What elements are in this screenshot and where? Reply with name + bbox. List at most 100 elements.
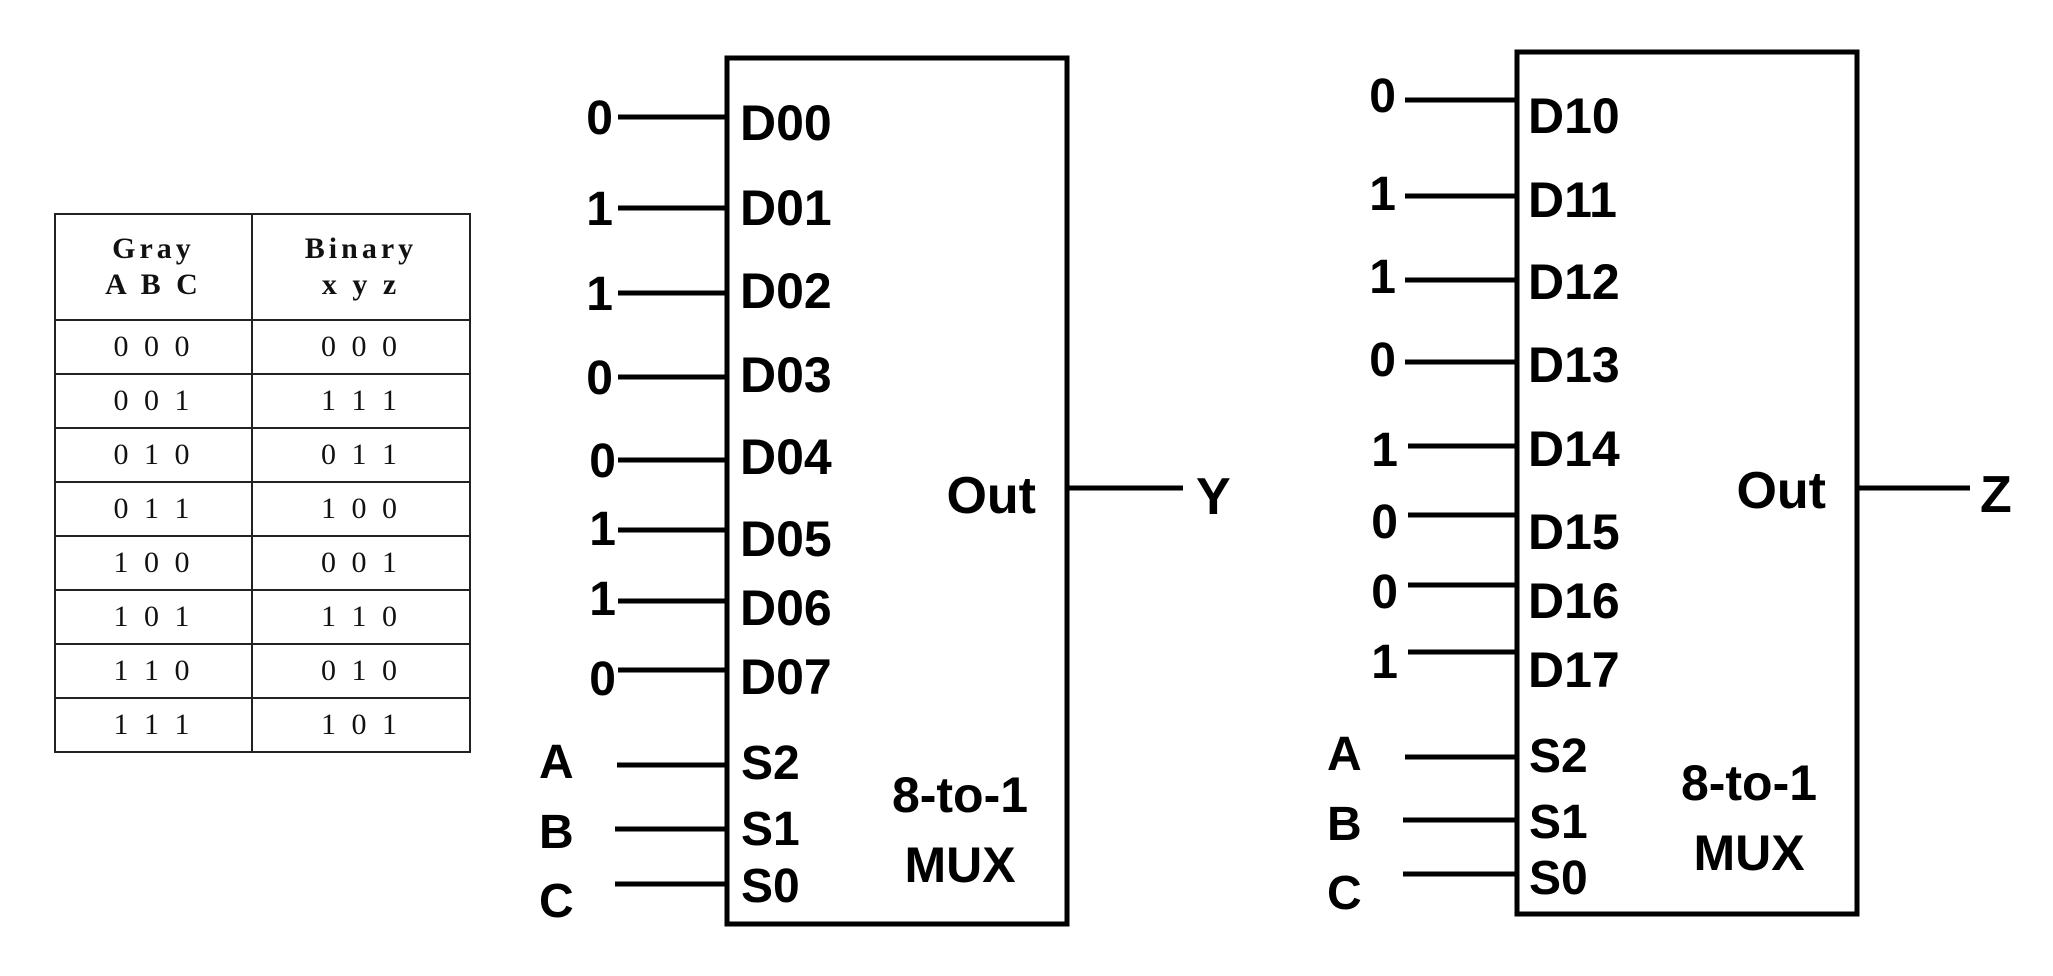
input-pin-label: D03: [740, 347, 832, 403]
mux-y-input-d07: 0 D07: [589, 649, 831, 706]
mux-type-line-2: MUX: [904, 837, 1015, 893]
binary-cell: 0 1 1: [250, 427, 472, 483]
binary-cell: 0 0 1: [250, 535, 472, 591]
output-signal-label: Z: [1980, 466, 2012, 524]
select-pin-label: S2: [1529, 730, 1588, 783]
input-pin-label: D04: [740, 429, 832, 485]
input-value: 1: [586, 268, 613, 321]
mux-y-input-d06: 1 D06: [589, 573, 831, 636]
input-value: 0: [586, 92, 613, 145]
gray-cell: 0 1 0: [54, 427, 253, 483]
mux-z-input-d12: 1 D12: [1369, 251, 1619, 310]
table-header-row: Gray A B C Binary x y z: [54, 213, 472, 321]
input-pin-label: D13: [1528, 337, 1620, 393]
mux-z-input-d15: 0 D15: [1371, 496, 1619, 560]
mux-y-input-d00: 0 D00: [586, 92, 831, 151]
input-value: 1: [589, 503, 616, 556]
select-signal-label: C: [539, 875, 574, 928]
binary-header-title: Binary: [304, 232, 418, 265]
binary-column-header: Binary x y z: [250, 213, 472, 321]
select-pin-label: S1: [741, 803, 800, 856]
binary-cell: 1 0 0: [250, 481, 472, 537]
output-signal-label: Y: [1196, 468, 1231, 526]
input-value: 0: [1369, 70, 1396, 123]
gray-header-bits: A B C: [105, 268, 202, 301]
input-pin-label: D10: [1528, 88, 1620, 144]
binary-cell: 1 0 1: [250, 697, 472, 753]
input-value: 1: [589, 573, 616, 626]
mux-y-input-d01: 1 D01: [586, 180, 831, 236]
mux-z-input-d13: 0 D13: [1369, 334, 1619, 393]
mux-z-select-s0: C S0: [1327, 852, 1588, 920]
mux-z-input-d10: 0 D10: [1369, 70, 1619, 144]
gray-cell: 0 0 0: [54, 319, 253, 375]
input-pin-label: D17: [1528, 642, 1620, 698]
binary-cell: 0 0 0: [250, 319, 472, 375]
mux-z-input-d14: 1 D14: [1371, 421, 1620, 477]
binary-cell: 1 1 1: [250, 373, 472, 429]
input-value: 0: [589, 435, 616, 488]
input-pin-label: D07: [740, 649, 832, 705]
gray-cell: 1 0 0: [54, 535, 253, 591]
mux-type-line-1: 8-to-1: [892, 767, 1028, 823]
binary-cell: 1 1 0: [250, 589, 472, 645]
input-value: 1: [586, 183, 613, 236]
mux-y-select-s2: A S2: [539, 736, 800, 790]
input-value: 0: [1371, 496, 1398, 549]
mux-y-input-d02: 1 D02: [586, 263, 831, 321]
mux-y-select-s0: C S0: [539, 860, 800, 928]
input-value: 1: [1369, 168, 1396, 221]
select-signal-label: C: [1327, 867, 1362, 920]
gray-cell: 1 0 1: [54, 589, 253, 645]
input-pin-label: D05: [740, 511, 832, 567]
mux-z-input-d17: 1 D17: [1371, 636, 1619, 698]
select-signal-label: B: [1327, 798, 1362, 851]
input-value: 1: [1369, 251, 1396, 304]
gray-header-title: Gray: [112, 232, 195, 265]
select-pin-label: S0: [741, 860, 800, 913]
mux-type-line-1: 8-to-1: [1681, 755, 1817, 811]
gray-cell: 1 1 0: [54, 643, 253, 699]
input-pin-label: D00: [740, 95, 832, 151]
input-value: 0: [586, 352, 613, 405]
mux-y-input-d03: 0 D03: [586, 347, 831, 405]
select-pin-label: S2: [741, 737, 800, 790]
mux-y-input-d05: 1 D05: [589, 503, 831, 567]
input-value: 0: [1371, 566, 1398, 619]
select-signal-label: B: [539, 806, 574, 859]
mux-y-input-d04: 0 D04: [589, 429, 832, 488]
mux-z: 0 D10 1 D11 1 D12 0 D13 1 D14: [1327, 49, 2012, 920]
binary-header-bits: x y z: [321, 268, 401, 301]
gray-cell: 1 1 1: [54, 697, 253, 753]
mux-y: 0 D00 1 D01 1 D02 0 D03 0 D04: [539, 55, 1231, 928]
input-value: 0: [1369, 334, 1396, 387]
select-pin-label: S1: [1529, 796, 1588, 849]
select-signal-label: A: [1327, 728, 1362, 781]
input-pin-label: D16: [1528, 573, 1620, 629]
mux-z-input-d11: 1 D11: [1369, 168, 1617, 228]
out-pin-label: Out: [1736, 462, 1826, 520]
input-pin-label: D02: [740, 263, 832, 319]
input-value: 1: [1371, 636, 1398, 689]
gray-cell: 0 0 1: [54, 373, 253, 429]
gray-cell: 0 1 1: [54, 481, 253, 537]
input-value: 1: [1371, 424, 1398, 477]
mux-z-select-s2: A S2: [1327, 728, 1588, 783]
select-signal-label: A: [539, 736, 574, 789]
mux-z-select-s1: B S1: [1327, 796, 1588, 851]
mux-z-input-d16: 0 D16: [1371, 566, 1619, 629]
input-pin-label: D06: [740, 580, 832, 636]
out-pin-label: Out: [946, 467, 1036, 525]
mux-y-select-s1: B S1: [539, 803, 800, 859]
input-value: 0: [589, 653, 616, 706]
